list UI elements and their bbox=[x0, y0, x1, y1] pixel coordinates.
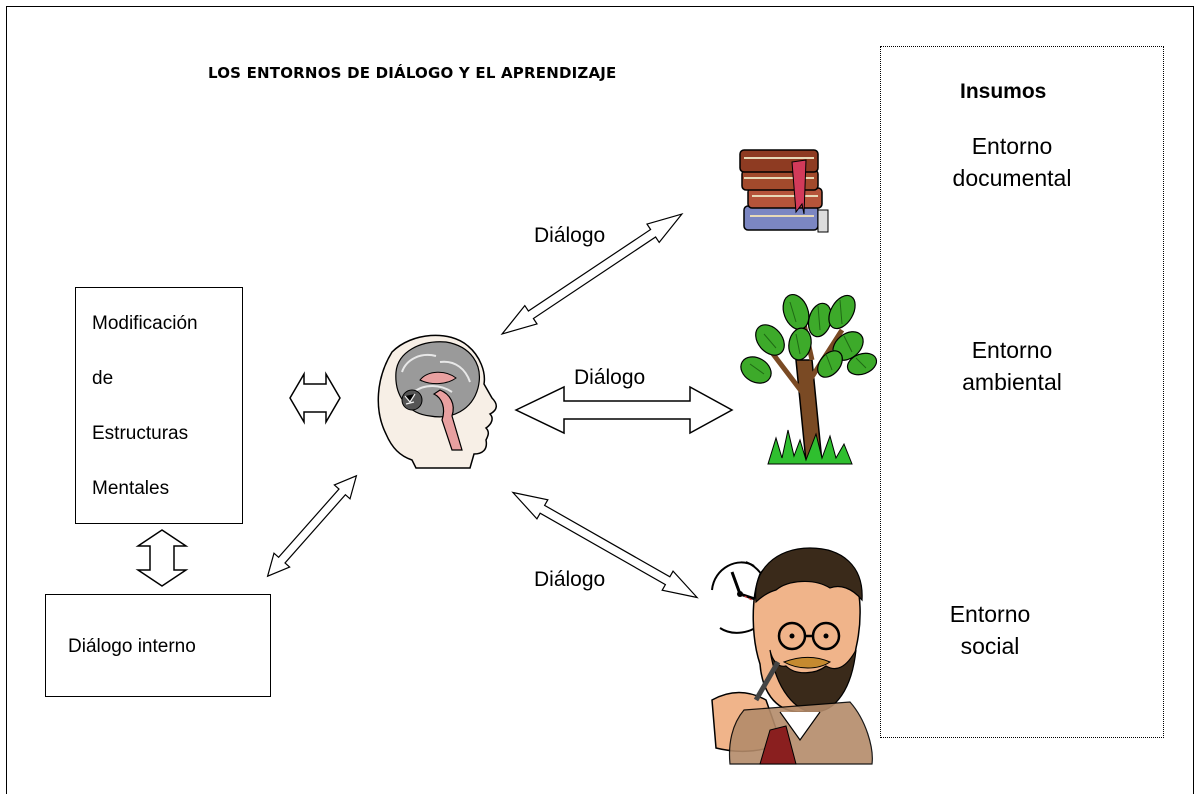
entorno-documental-label: Entorno documental bbox=[932, 130, 1092, 194]
arrow-modificacion-head bbox=[289, 371, 341, 425]
arrow-modificacion-interno bbox=[135, 529, 189, 587]
thinking-man-icon bbox=[711, 547, 873, 765]
arrow-interno-head bbox=[260, 469, 364, 583]
entorno-ambiental-label: Entorno ambiental bbox=[932, 334, 1092, 398]
dialogo-interno-box bbox=[45, 594, 271, 697]
entorno-ambiental-line-2: ambiental bbox=[962, 369, 1062, 395]
modificacion-box bbox=[75, 287, 243, 524]
modificacion-text: Modificación de Estructuras Mentales bbox=[92, 296, 198, 516]
entorno-social-label: Entorno social bbox=[920, 598, 1060, 662]
modificacion-line-3: Estructuras bbox=[92, 423, 189, 444]
entorno-social-line-2: social bbox=[960, 633, 1020, 659]
dialogo-label-documental: Diálogo bbox=[534, 224, 606, 247]
modificacion-line-4: Mentales bbox=[92, 478, 170, 499]
entorno-documental-line-1: Entorno bbox=[971, 133, 1053, 159]
entorno-ambiental-line-1: Entorno bbox=[971, 337, 1053, 363]
modificacion-line-2: de bbox=[92, 368, 114, 389]
dialogo-label-ambiental: Diálogo bbox=[574, 366, 646, 389]
insumos-title: Insumos bbox=[960, 80, 1047, 98]
diagram-frame bbox=[6, 6, 1194, 794]
entorno-documental-line-2: documental bbox=[952, 165, 1072, 191]
modificacion-line-1: Modificación bbox=[92, 313, 198, 334]
dialogo-label-social: Diálogo bbox=[534, 568, 606, 591]
dialogo-interno-label: Diálogo interno bbox=[68, 636, 196, 657]
brain-head-icon bbox=[377, 334, 497, 469]
insumos-panel bbox=[880, 46, 1164, 738]
diagram-title: LOS ENTORNOS DE DIÁLOGO Y EL APRENDIZAJE bbox=[208, 64, 617, 82]
entorno-social-line-1: Entorno bbox=[949, 601, 1031, 627]
arrow-ambiental bbox=[514, 385, 734, 435]
books-icon bbox=[739, 149, 829, 233]
tree-icon bbox=[740, 293, 878, 465]
arrow-social bbox=[507, 483, 702, 607]
arrow-documental bbox=[496, 205, 688, 343]
